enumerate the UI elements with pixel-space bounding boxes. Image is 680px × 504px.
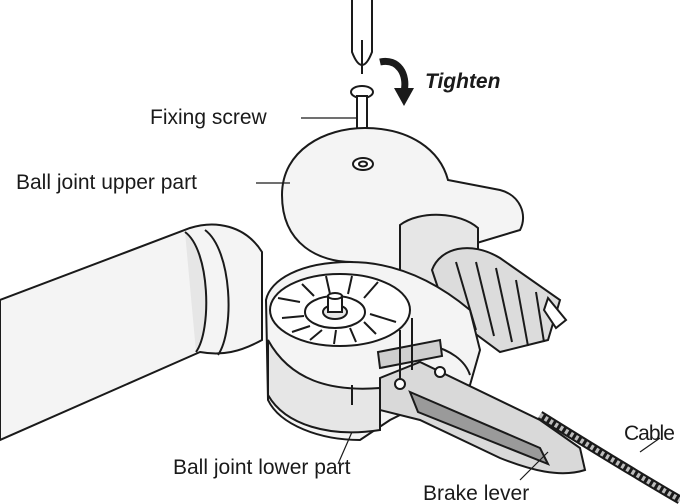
ball-joint-upper-part-label: Ball joint upper part [16, 171, 197, 194]
leader-cable [639, 437, 661, 453]
leader-brake-lever [519, 451, 549, 481]
fixing-screw-label: Fixing screw [150, 106, 267, 129]
ball-joint-lower-part-label: Ball joint lower part [173, 456, 351, 479]
screwdriver [351, 0, 373, 74]
arm-tube [0, 223, 263, 442]
brake-lever [379, 318, 587, 475]
brake-lever-label: Brake lever [423, 482, 530, 504]
leader-lines [256, 117, 661, 481]
leader-lower-part [337, 431, 353, 465]
knurled-knob [430, 247, 568, 354]
cable [537, 411, 680, 504]
cable-label: Cable [624, 422, 675, 445]
tighten-arrow-icon [379, 57, 414, 106]
tighten-label: Tighten [425, 70, 501, 93]
